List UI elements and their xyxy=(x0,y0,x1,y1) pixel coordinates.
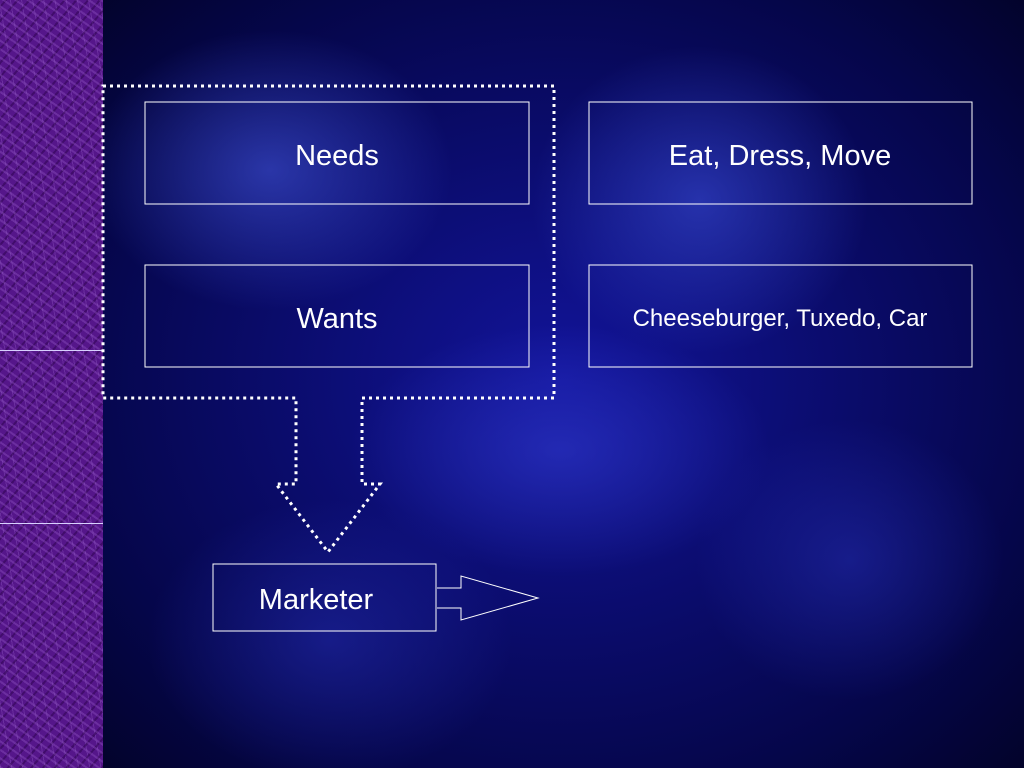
sidebar-divider-bottom xyxy=(0,523,103,524)
marketer-box: Marketer xyxy=(212,563,437,632)
needs-box: Needs xyxy=(144,101,530,205)
wants-label: Wants xyxy=(296,303,377,335)
wants-box: Wants xyxy=(144,264,530,368)
right-arrow-icon xyxy=(437,575,540,621)
marketer-label: Marketer xyxy=(259,584,374,616)
sidebar-divider-top xyxy=(0,350,103,351)
dotted-callout-arrow xyxy=(101,84,556,555)
needs-examples-label: Eat, Dress, Move xyxy=(669,140,891,172)
wants-examples-box: Cheeseburger, Tuxedo, Car xyxy=(588,264,973,368)
wants-examples-label: Cheeseburger, Tuxedo, Car xyxy=(633,305,928,332)
needs-label: Needs xyxy=(295,140,379,172)
sidebar-texture xyxy=(0,0,103,768)
needs-examples-box: Eat, Dress, Move xyxy=(588,101,973,205)
